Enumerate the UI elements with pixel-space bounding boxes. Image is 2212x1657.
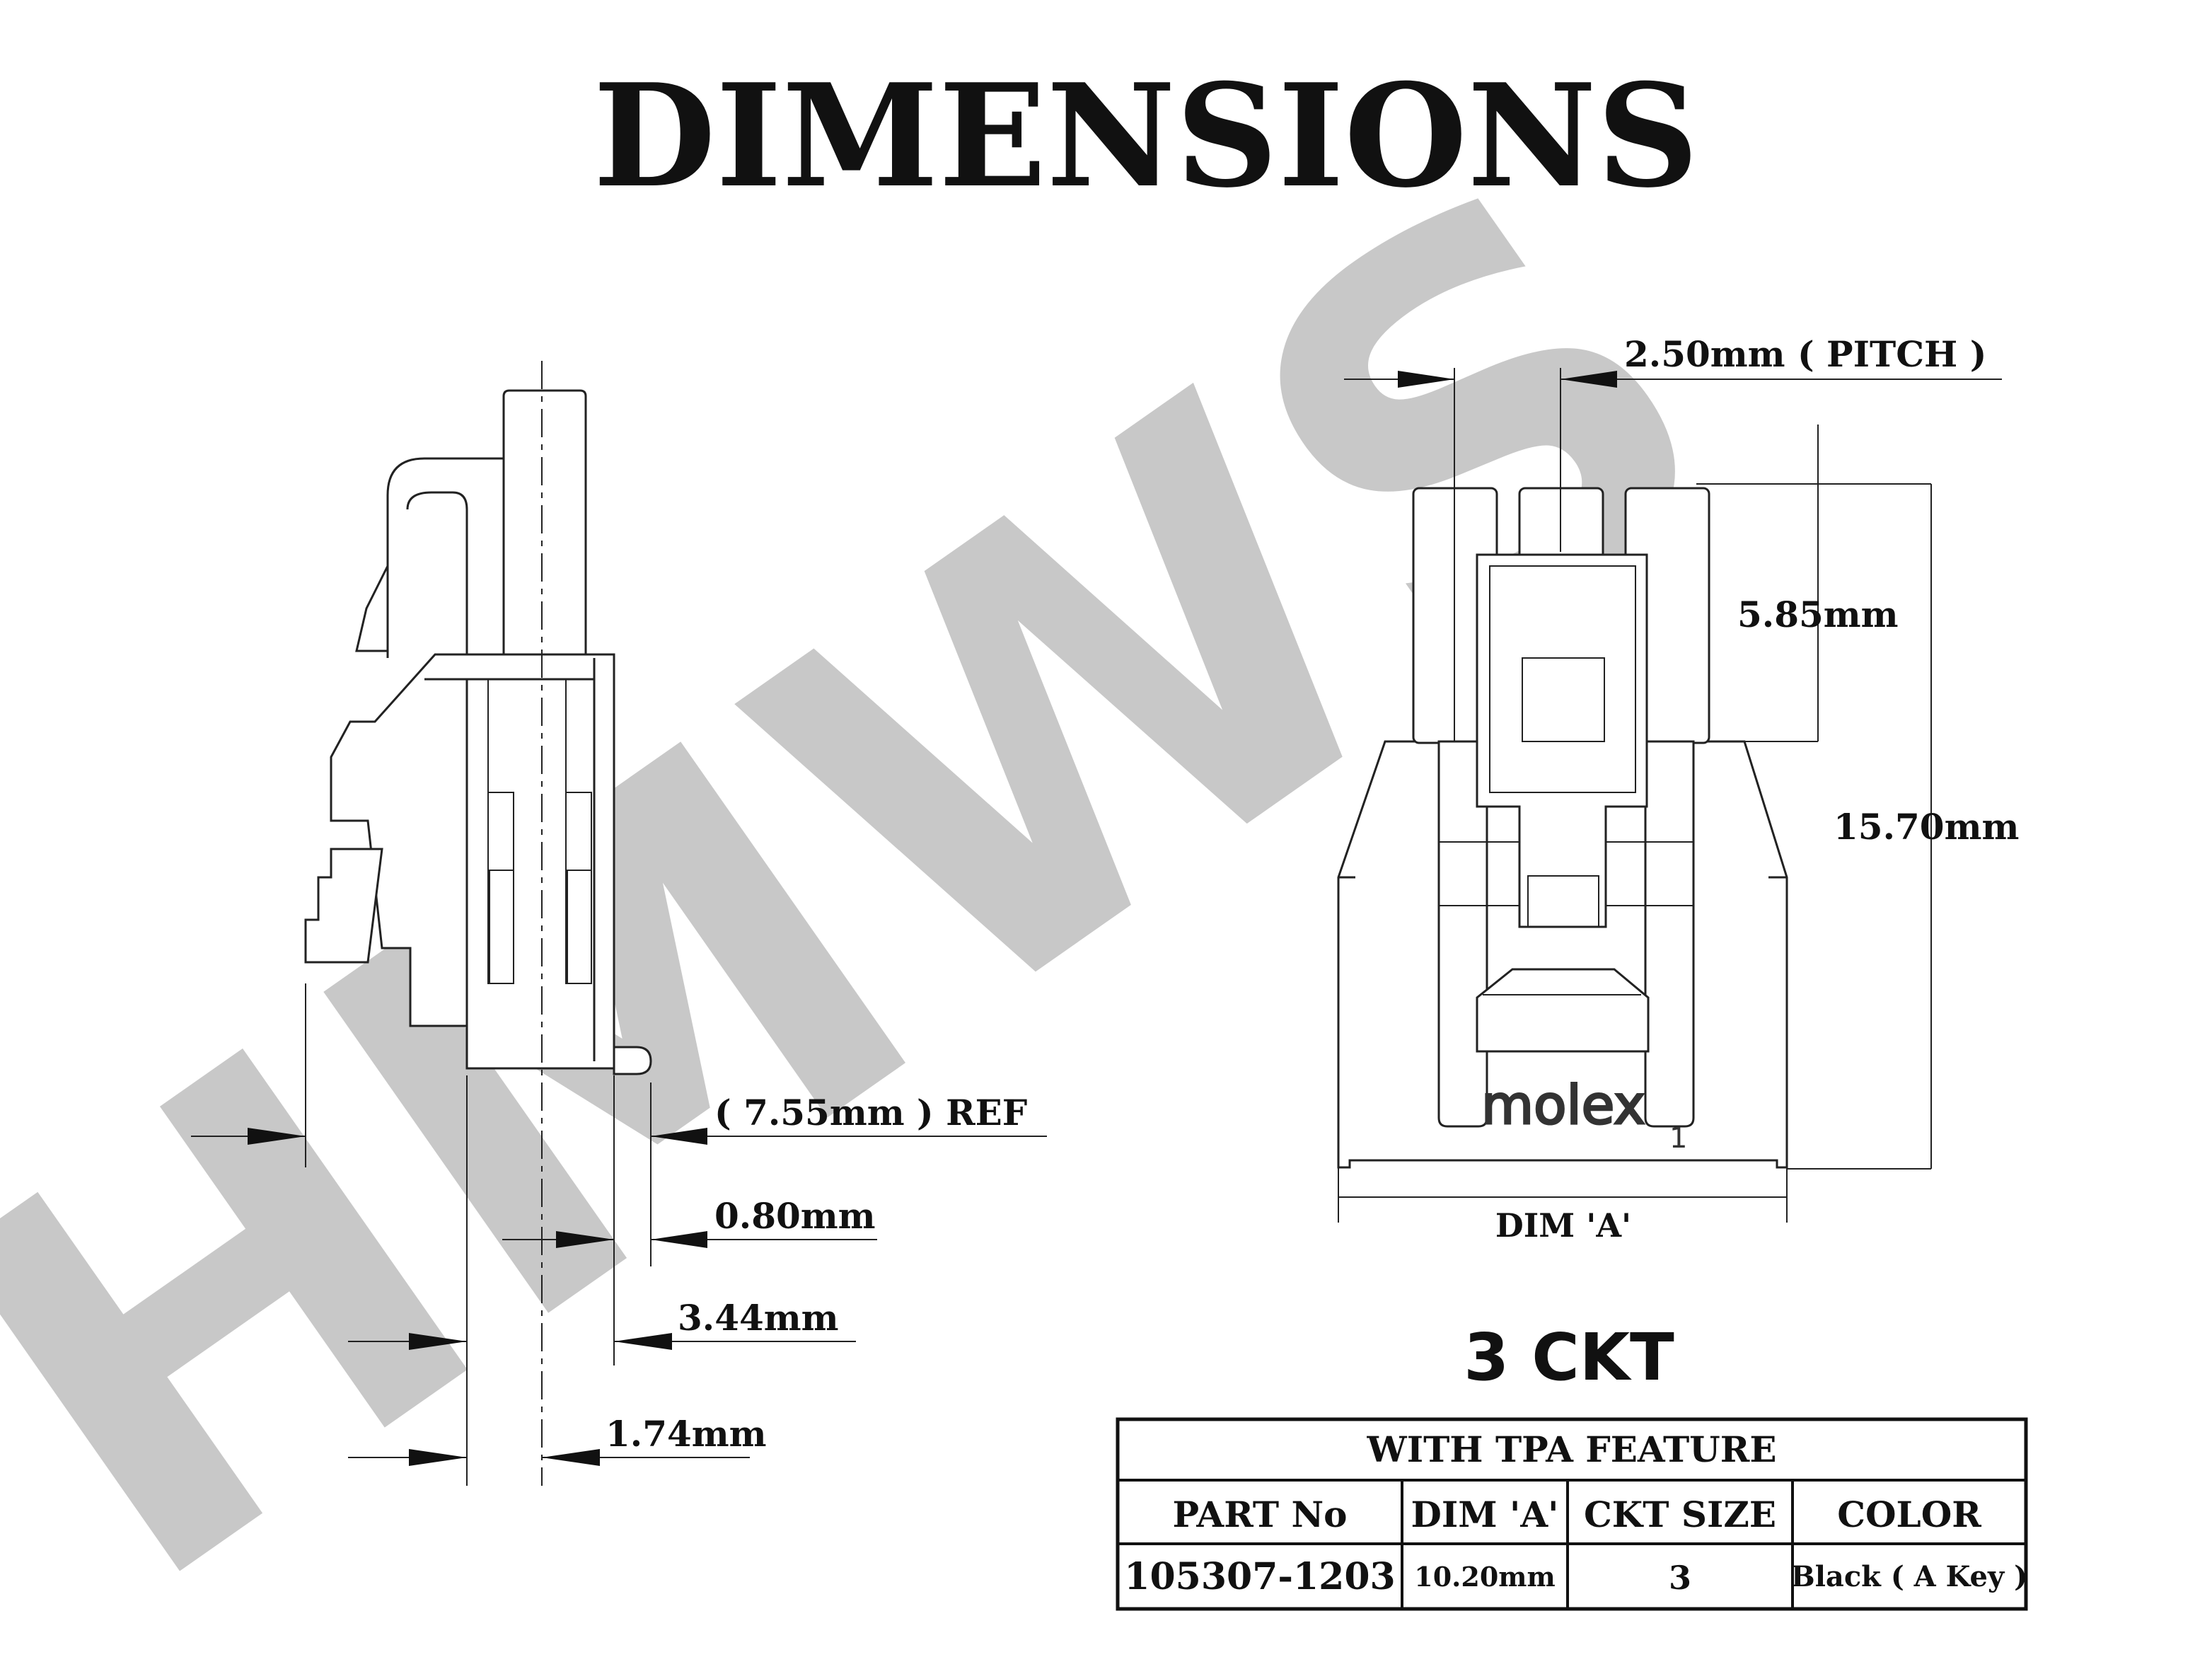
circuit-size-label: 3 CKT bbox=[1464, 1320, 1674, 1395]
dim-pitch: 2.50mm ( PITCH ) bbox=[1624, 333, 1986, 375]
table-header-part-no: PART No bbox=[1172, 1494, 1347, 1535]
dim-585: 5.85mm bbox=[1737, 594, 1899, 635]
page-title: DIMENSIONS bbox=[593, 53, 1698, 219]
table-header-ckt-size: CKT SIZE bbox=[1584, 1494, 1776, 1535]
dim-a-label: DIM 'A' bbox=[1495, 1206, 1631, 1245]
dim-1570: 15.70mm bbox=[1834, 806, 2019, 848]
table-header-dim-a: DIM 'A' bbox=[1411, 1494, 1559, 1535]
dim-ref-length: ( 7.55mm ) REF bbox=[714, 1092, 1027, 1133]
side-view: ( 7.55mm ) REF 0.80mm 3.44mm 1.74mm bbox=[191, 361, 1047, 1486]
table-cell-part-no: 105307-1203 bbox=[1124, 1555, 1395, 1598]
dim-080: 0.80mm bbox=[714, 1195, 876, 1237]
table-cell-ckt-size: 3 bbox=[1669, 1559, 1691, 1597]
table-header-color: COLOR bbox=[1837, 1494, 1981, 1535]
table-cell-dim-a: 10.20mm bbox=[1414, 1561, 1555, 1593]
molex-logo: molex bbox=[1481, 1073, 1645, 1136]
pin-1-marker: 1 bbox=[1669, 1122, 1687, 1155]
table-caption: WITH TPA FEATURE bbox=[1367, 1428, 1777, 1470]
part-table: WITH TPA FEATURE PART No DIM 'A' CKT SIZ… bbox=[1116, 1417, 2028, 1611]
table-cell-color: Black ( A Key ) bbox=[1791, 1560, 2027, 1593]
front-view: molex 1 2.50mm ( PITCH ) 5.85mm 15.70mm … bbox=[1337, 333, 2019, 1245]
dim-174: 1.74mm bbox=[606, 1413, 767, 1455]
dim-344: 3.44mm bbox=[678, 1297, 839, 1339]
